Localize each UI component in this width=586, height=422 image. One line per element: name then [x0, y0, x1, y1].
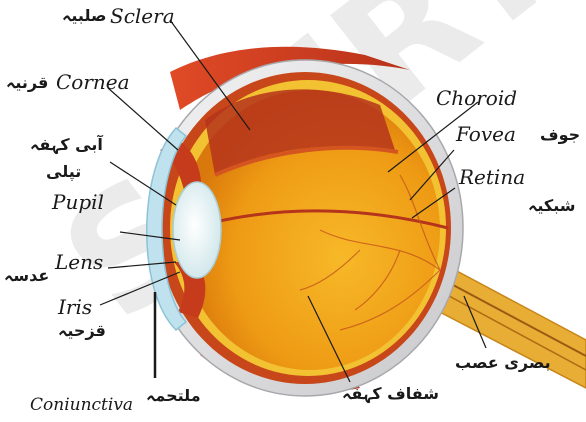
label-conjunctiva-ur: ملتحمہ: [146, 388, 201, 404]
label-conjunctiva-en: Coniunctiva: [30, 397, 133, 414]
label-pupil-en: Pupil: [52, 192, 104, 212]
lens: [173, 182, 221, 278]
label-lens-en: Lens: [55, 252, 103, 272]
label-lens-ur: عدسہ: [4, 268, 49, 284]
label-iris-en: Iris: [58, 297, 92, 317]
label-optic-nerve-ur: بصری عصب: [455, 355, 551, 371]
label-retina-ur: شبکیہ: [528, 198, 575, 214]
label-cornea-ur: قرنیہ: [6, 75, 48, 91]
label-sclera-ur: صلبیہ: [62, 8, 106, 24]
label-vitreous-ur: شفاف کہفہ: [342, 386, 439, 402]
label-retina-en: Retina: [459, 167, 525, 187]
label-choroid-en: Choroid: [436, 88, 517, 108]
label-cornea-en: Cornea: [56, 72, 130, 92]
label-fovea-en: Fovea: [456, 124, 516, 144]
label-iris-ur: قزحیہ: [58, 323, 106, 339]
label-choroid-ur: جوف: [540, 127, 580, 143]
label-sclera-en: Sclera: [110, 6, 175, 26]
label-aqueous-ur: آبی کہفہ: [30, 137, 103, 153]
label-pupil-ur: تپلی: [46, 164, 81, 180]
